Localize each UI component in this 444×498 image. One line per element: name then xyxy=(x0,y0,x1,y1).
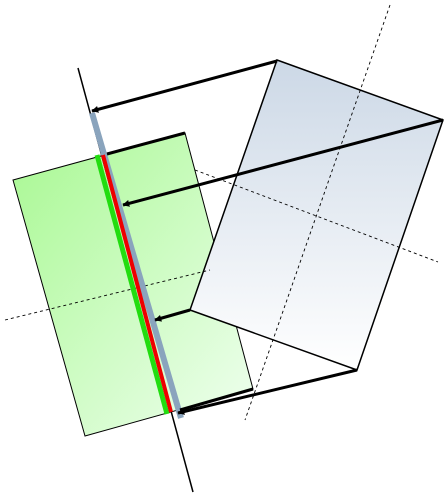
dashed-line-vertical-axis xyxy=(244,4,391,421)
arrow-from-top-vertex xyxy=(91,59,278,113)
green-top-edge-bold xyxy=(106,131,186,156)
dashed-line-horizontal-axis xyxy=(194,169,439,263)
projection-arrows xyxy=(91,59,444,415)
arrow-from-right-vertex xyxy=(122,118,444,207)
arrow-from-left-vertex xyxy=(154,308,191,322)
green-bottom-edge-arrow xyxy=(179,387,254,412)
projection-band-red xyxy=(101,154,173,413)
dashed-line-lower-left xyxy=(4,269,211,321)
arrow-from-bottom-vertex xyxy=(177,368,358,415)
dashed-guide-lines xyxy=(4,4,439,421)
projection-band-green xyxy=(94,154,170,415)
